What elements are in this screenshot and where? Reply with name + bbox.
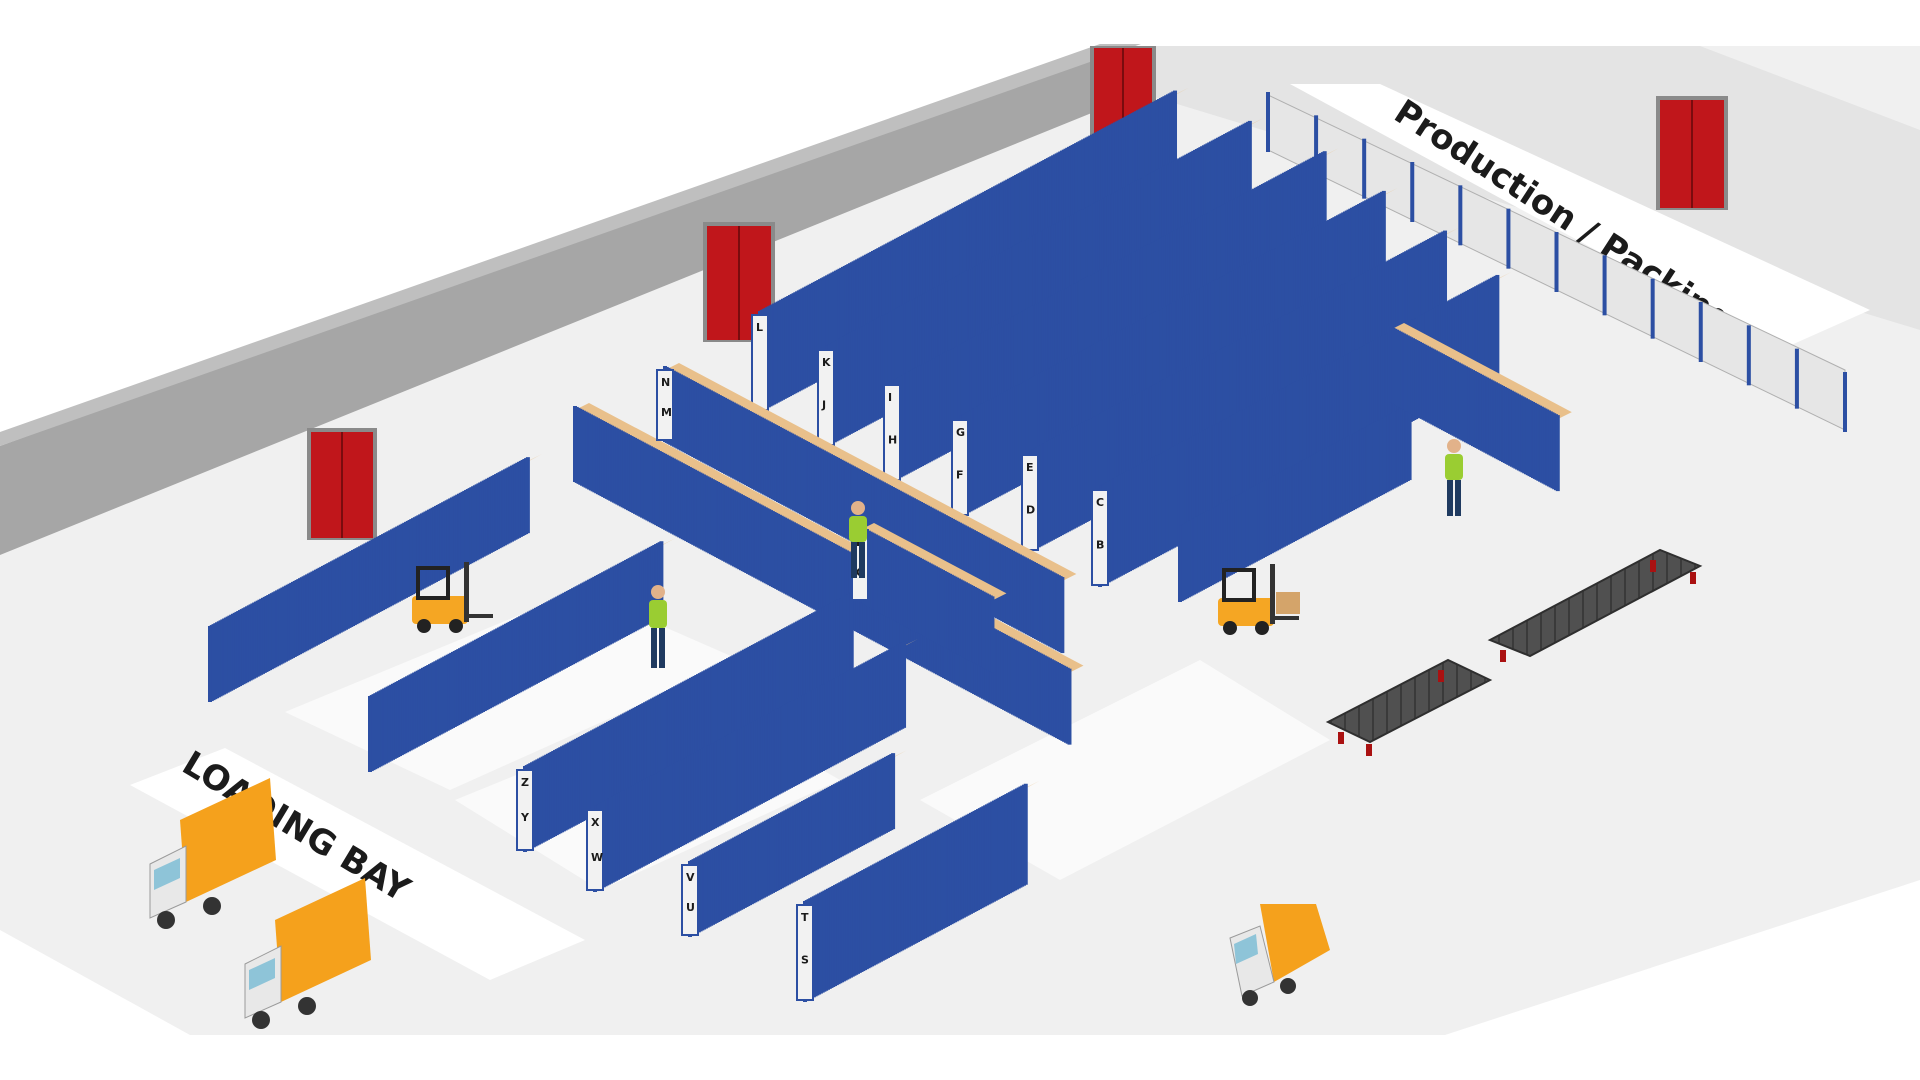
rack-letter-label: H: [888, 434, 897, 447]
packing-shelves: [1266, 92, 1847, 432]
shelving-rack-icon: [1266, 92, 1847, 432]
conveyor-icon: [1325, 658, 1493, 756]
warehouse-back-wall: [0, 46, 1141, 555]
shelving-rack: IH: [883, 148, 1339, 482]
rack-letter-label: V: [686, 871, 695, 884]
rack-letter-label: F: [956, 469, 964, 482]
shelving-rack: TS: [796, 780, 1040, 1002]
rack-letter-label: J: [821, 399, 826, 412]
rack-letter-label: I: [888, 391, 892, 404]
shelving-rack: [1178, 401, 1424, 602]
rack-letter-label: X: [591, 816, 600, 829]
shelving-rack: [208, 454, 542, 702]
production-packing-zone: [1290, 84, 1870, 350]
truck-icon: [1229, 904, 1330, 1006]
rack-letter-label: E: [1026, 461, 1034, 474]
door-icon: [307, 428, 377, 540]
rack-letter-label: G: [956, 426, 965, 439]
rack-letter-label: U: [686, 901, 695, 914]
rack-letter-label: M: [661, 406, 672, 419]
rack-letter-label: B: [1096, 539, 1104, 552]
worker-icon: [649, 585, 667, 668]
shelving-rack: VU: [681, 750, 908, 937]
shelving-rack: XW: [586, 638, 919, 892]
door-icon: [1656, 96, 1728, 210]
conveyor-icon: [1487, 548, 1703, 662]
rack-letter-label: Z: [521, 776, 529, 789]
shelving-rack: PO: [851, 523, 1007, 673]
rack-letter-label: Y: [520, 811, 530, 824]
rack-letter-label: T: [801, 911, 809, 924]
rack-letter-label: D: [1026, 504, 1035, 517]
rack-letter-label: K: [822, 356, 831, 369]
rack-letter-label: L: [756, 321, 763, 334]
shelving-rack-rows: LKJIHGFEDCBNMZYXWVUTSPO: [208, 87, 1572, 1002]
truck-icon: [149, 778, 276, 929]
rack-letter-label: N: [661, 376, 670, 389]
shelving-rack: [1388, 323, 1572, 492]
rack-letter-label: W: [591, 851, 603, 864]
truck-icon: [244, 878, 371, 1029]
forklift-icon: [1218, 564, 1300, 635]
rack-letter-label: C: [1096, 496, 1104, 509]
shelving-rack: L: [751, 87, 1190, 412]
forklift-icon: [412, 562, 493, 633]
rack-letter-label: S: [801, 954, 809, 967]
worker-icon: [1445, 439, 1463, 516]
shelving-rack: ZY: [516, 589, 866, 852]
shelving-rack: KJ: [817, 117, 1264, 447]
warehouse-back-wall-top: [0, 44, 1141, 446]
shelving-rack: [368, 538, 676, 772]
worker-icon: [849, 501, 867, 578]
